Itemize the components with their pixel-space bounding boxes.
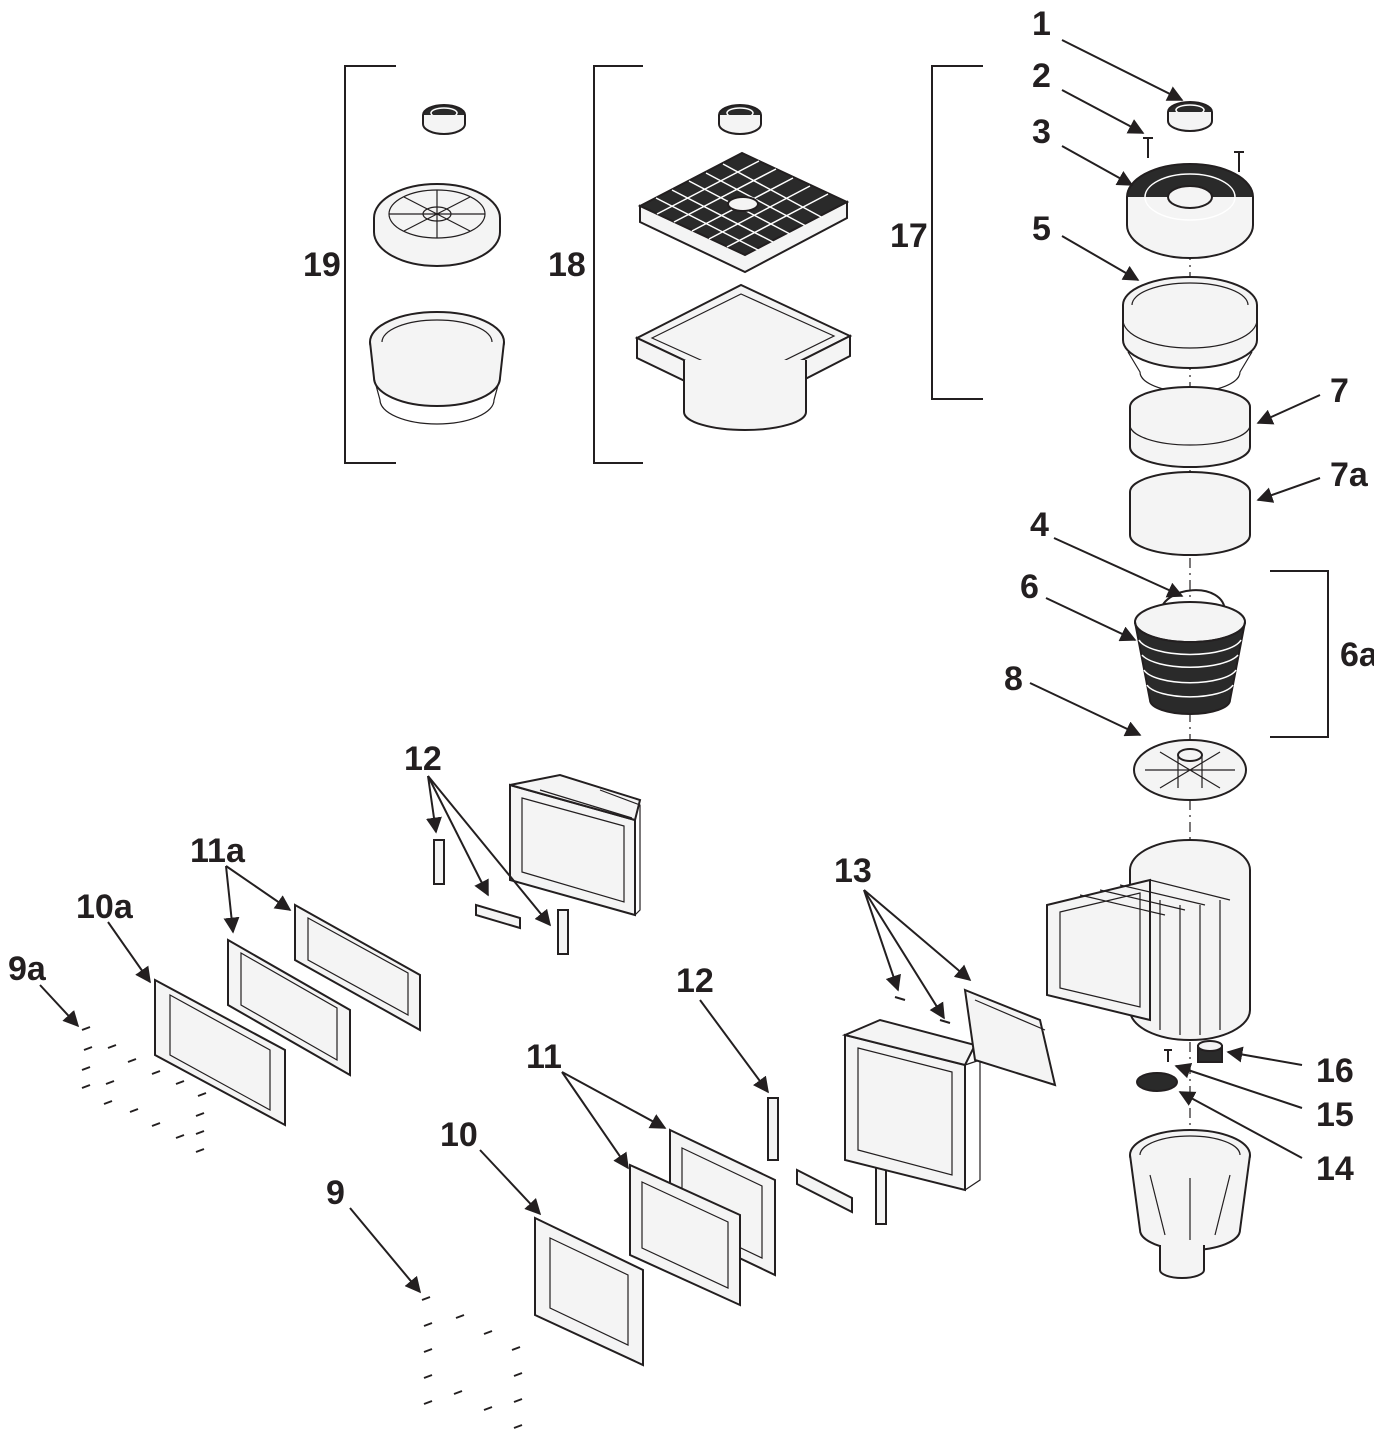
label-12-upper: 12: [404, 740, 442, 778]
label-7a: 7a: [1330, 456, 1369, 494]
part-12-spacers-lower: [767, 1097, 887, 1225]
label-11: 11: [526, 1038, 562, 1076]
group-18-square-lid-kit: [634, 104, 853, 431]
label-18: 18: [548, 246, 586, 284]
label-10: 10: [440, 1116, 478, 1154]
label-5: 5: [1032, 210, 1051, 248]
label-3: 3: [1032, 113, 1051, 151]
part-10a-faceplate: [154, 978, 286, 1127]
part-8-diverter-plate: [1133, 739, 1247, 801]
part-7a-spacer-ring: [1129, 471, 1251, 556]
group-19-round-lid-kit: [369, 104, 505, 425]
part-11a-gaskets: [227, 903, 421, 1077]
label-4: 4: [1030, 506, 1049, 544]
part-6-basket: [1134, 589, 1246, 715]
label-14: 14: [1316, 1150, 1354, 1188]
part-12-spacers-upper: [433, 839, 569, 955]
label-9a: 9a: [8, 950, 47, 988]
part-11-gaskets: [629, 1128, 776, 1307]
part-7-extension-ring: [1129, 386, 1251, 468]
throat-housing-lower: [841, 1018, 981, 1192]
skimmer-body: [1046, 839, 1251, 1041]
part-5-collar: [1122, 276, 1258, 393]
leader-arrows: [39, 39, 1321, 1294]
bracket-17: [931, 65, 983, 400]
label-6a: 6a: [1340, 636, 1374, 674]
label-12-lower: 12: [676, 962, 714, 1000]
part-2-screws: [1143, 137, 1244, 172]
bracket-18: [593, 65, 643, 464]
callout-labels: 1 2 3 5 17 18 19 7 7a 4 6 6a 8 12 11a 13…: [8, 5, 1374, 1212]
equalizer-housing: [1129, 1129, 1251, 1279]
label-11a: 11a: [190, 832, 246, 870]
part-15-screw: [1164, 1049, 1172, 1062]
part-9-screws: [421, 1296, 523, 1429]
label-1: 1: [1032, 5, 1051, 43]
bracket-6a: [1270, 570, 1329, 738]
label-2: 2: [1032, 57, 1051, 95]
label-16: 16: [1316, 1052, 1354, 1090]
part-16-plug: [1197, 1040, 1223, 1063]
label-6: 6: [1020, 568, 1039, 606]
bracket-19: [344, 65, 396, 464]
part-1-cap: [1167, 101, 1213, 132]
part-9a-screws: [81, 1026, 207, 1153]
part-14-flapper: [1136, 1072, 1178, 1092]
label-9: 9: [326, 1174, 345, 1212]
part-13-weir-door: [894, 988, 1057, 1087]
label-13: 13: [834, 852, 872, 890]
throat-housing-upper: [509, 773, 642, 917]
label-10a: 10a: [76, 888, 134, 926]
label-15: 15: [1316, 1096, 1354, 1134]
part-3-weir-lid: [1126, 163, 1254, 259]
label-17: 17: [890, 217, 928, 255]
label-19: 19: [303, 246, 341, 284]
part-10-faceplate: [534, 1216, 644, 1367]
label-8: 8: [1004, 660, 1023, 698]
label-7: 7: [1330, 372, 1349, 410]
